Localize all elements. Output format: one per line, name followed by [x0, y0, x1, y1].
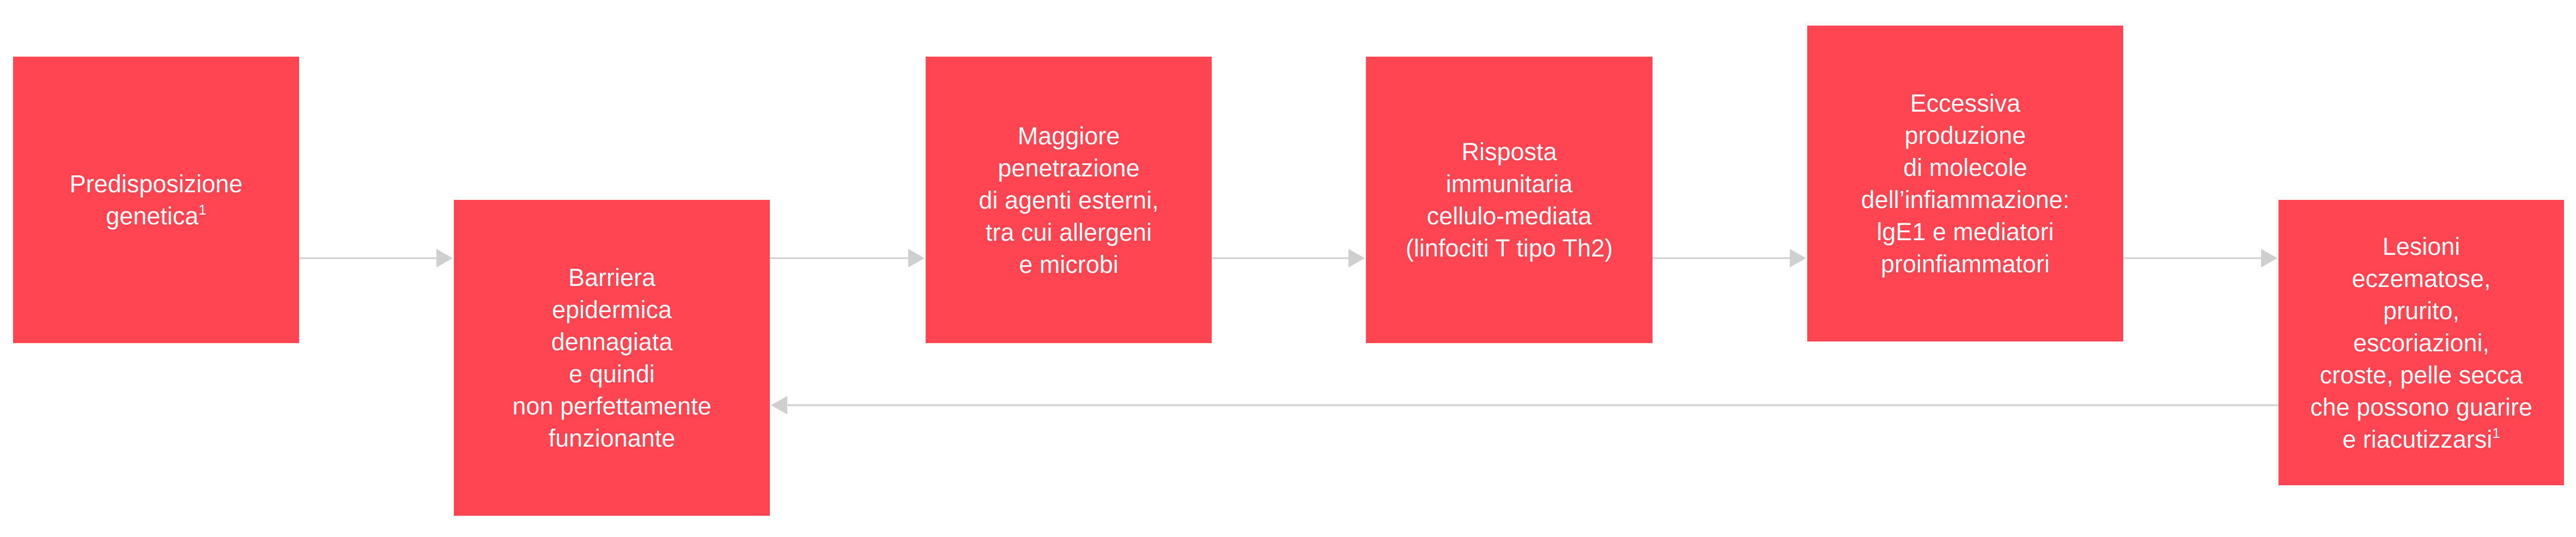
arrowhead [908, 249, 925, 267]
node-text-line: escoriazioni, [2353, 328, 2490, 357]
node-text-line: croste, pelle secca [2319, 361, 2523, 389]
arrowhead [436, 249, 453, 267]
node-text-line: prurito, [2383, 296, 2460, 325]
node-text-line: funzionante [548, 424, 676, 452]
node-text-line: non perfettamente [512, 392, 712, 420]
footnote-marker: 1 [198, 202, 206, 218]
arrowhead [1348, 249, 1365, 267]
node-text-line: e riacutizzarsi1 [2342, 424, 2500, 453]
node-inflammation-molecules: Eccessiva produzione di molecole dell’infia… [1807, 26, 2123, 341]
node-text-line: Maggiore [1017, 121, 1120, 150]
node-text-line: (linfociti T tipo Th2) [1405, 234, 1613, 262]
node-cell-mediated-immune-response: Risposta immunitaria cellulo-mediata (linfo… [1366, 57, 1652, 343]
node-text-line: immunitaria [1445, 170, 1573, 198]
node-text-line: di agenti esterni, [979, 186, 1159, 214]
node-text-line: epidermica [551, 296, 672, 324]
node-text-line: tra cui allergeni [985, 218, 1152, 246]
footnote-marker: 1 [2492, 424, 2500, 441]
arrowhead [1790, 249, 1806, 267]
node-text-line: genetica1 [106, 202, 206, 230]
node-text-line: Eccessiva [1910, 89, 2021, 117]
node-genetic-predisposition: Predisposizione genetica1 [13, 57, 299, 343]
node-text-line: eczematose, [2352, 264, 2491, 292]
node-damaged-skin-barrier: Barriera epidermica dennagiata e quindi non … [454, 200, 770, 516]
node-text-line: produzione [1904, 121, 2026, 149]
node-external-agents-penetration: Maggiore penetrazione di agenti esterni, tr… [926, 57, 1212, 343]
node-text-line: proinfiammatori [1880, 250, 2050, 278]
node-text-line: lgE1 e mediatori [1876, 218, 2054, 246]
node-eczematous-lesions: Lesioni eczematose, prurito, escoriazioni, c… [2279, 200, 2564, 485]
node-text-line: cellulo-mediata [1426, 202, 1592, 230]
node-text-line: di molecole [1903, 154, 2027, 181]
node-text-line: Barriera [568, 264, 656, 291]
node-text-line: dennagiata [551, 328, 673, 356]
node-text-line: e microbi [1019, 250, 1119, 278]
arrowhead [2261, 249, 2277, 267]
node-text-line: che possono guarire [2310, 393, 2532, 421]
node-text-line: e quindi [569, 360, 655, 388]
node-text-line: dell’infiammazione: [1861, 186, 2070, 213]
node-text-line: penetrazione [998, 154, 1140, 182]
arrowhead [771, 396, 787, 414]
node-text-line: Risposta [1461, 138, 1557, 166]
node-text-line: Predisposizione [69, 170, 243, 198]
node-text-line: Lesioni [2382, 232, 2460, 260]
